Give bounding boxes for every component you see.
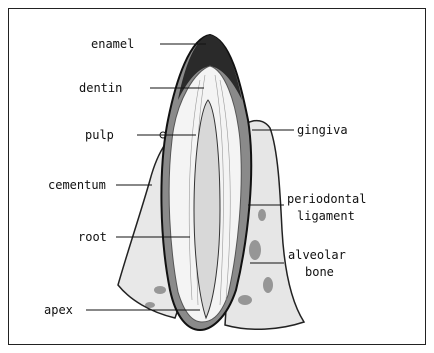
label-cementum: cementum (48, 178, 106, 192)
label-ligament: ligament (297, 209, 355, 223)
label-dentin: dentin (79, 81, 122, 95)
label-apex: apex (44, 303, 73, 317)
label-pulp: pulp (85, 128, 114, 142)
label-bone: bone (305, 265, 334, 279)
label-enamel: enamel (91, 37, 134, 51)
label-root: root (78, 230, 107, 244)
label-periodontal: periodontal (287, 192, 366, 206)
label-alveolar: alveolar (288, 248, 346, 262)
label-gingiva: gingiva (297, 123, 348, 137)
